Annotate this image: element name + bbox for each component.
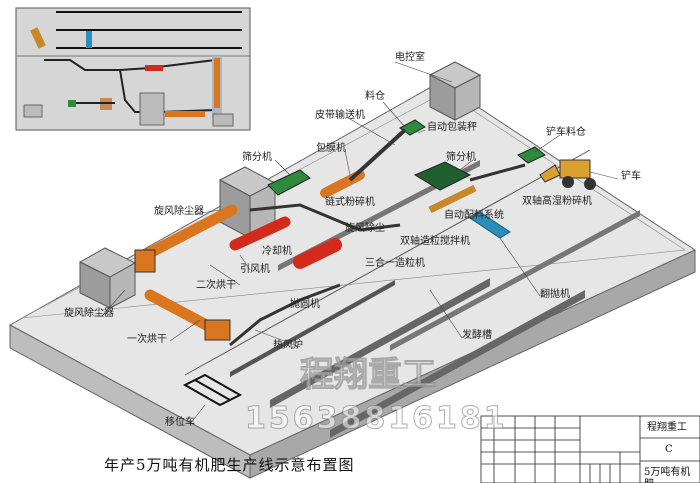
control-room-building bbox=[428, 61, 482, 121]
dryer-building bbox=[78, 247, 137, 309]
title-block-company: 程翔重工 bbox=[647, 422, 687, 433]
title-block-size: C bbox=[665, 444, 673, 455]
label-belt-conveyor: 皮带输送机 bbox=[315, 110, 365, 121]
label-chain-crusher: 链式粉碎机 bbox=[325, 197, 375, 208]
label-hot-air-furnace: 热风炉 bbox=[273, 340, 303, 351]
label-twin-shaft-crusher: 双轴高湿粉碎机 bbox=[522, 196, 592, 207]
label-rounding-machine: 抛圆机 bbox=[290, 299, 320, 310]
equipment bbox=[134, 119, 596, 347]
label-silo: 料仓 bbox=[365, 91, 385, 102]
title-block bbox=[480, 415, 700, 483]
inset-plan bbox=[15, 7, 251, 131]
watermark-company: 程翔重工 bbox=[300, 355, 437, 395]
label-screener-left: 筛分机 bbox=[242, 152, 272, 163]
label-turner: 翻抛机 bbox=[540, 289, 570, 300]
label-first-dryer: 一次烘干 bbox=[127, 334, 167, 345]
label-twin-shaft-mixer: 双轴造粒搅拌机 bbox=[400, 236, 470, 247]
label-control-room: 电控室 bbox=[395, 52, 425, 63]
title-block-drawing-name: 5万吨有机肥 bbox=[644, 467, 691, 483]
label-fermentation-tank: 发酵槽 bbox=[462, 330, 492, 341]
label-cyclone: 旋风除尘 bbox=[345, 223, 385, 234]
label-transfer-car: 移位车 bbox=[165, 417, 195, 428]
label-loader-silo: 铲车料仓 bbox=[546, 127, 586, 138]
label-auto-packing-scale: 自动包装秤 bbox=[427, 122, 477, 133]
label-cyclone-dust-lower: 旋风除尘器 bbox=[64, 308, 114, 319]
diagram-title: 年产5万吨有机肥生产线示意布置图 bbox=[104, 456, 355, 474]
turner-machine bbox=[469, 211, 511, 239]
label-granulator: 三合一造粒机 bbox=[365, 258, 425, 269]
label-coating-machine: 包膜机 bbox=[316, 143, 346, 154]
label-induced-fan: 引风机 bbox=[240, 264, 270, 275]
leader-lines bbox=[101, 61, 619, 425]
watermark-phone: 15638816181 bbox=[245, 401, 508, 436]
label-screener-right: 筛分机 bbox=[446, 152, 476, 163]
loader-vehicle bbox=[539, 159, 596, 190]
label-cooler: 冷却机 bbox=[262, 246, 292, 257]
transfer-car bbox=[182, 373, 243, 407]
label-cyclone-dust-upper: 旋风除尘器 bbox=[154, 206, 204, 217]
label-auto-batching: 自动配料系统 bbox=[444, 210, 504, 221]
label-second-dryer: 二次烘干 bbox=[196, 280, 236, 291]
label-loader: 铲车 bbox=[621, 171, 641, 182]
